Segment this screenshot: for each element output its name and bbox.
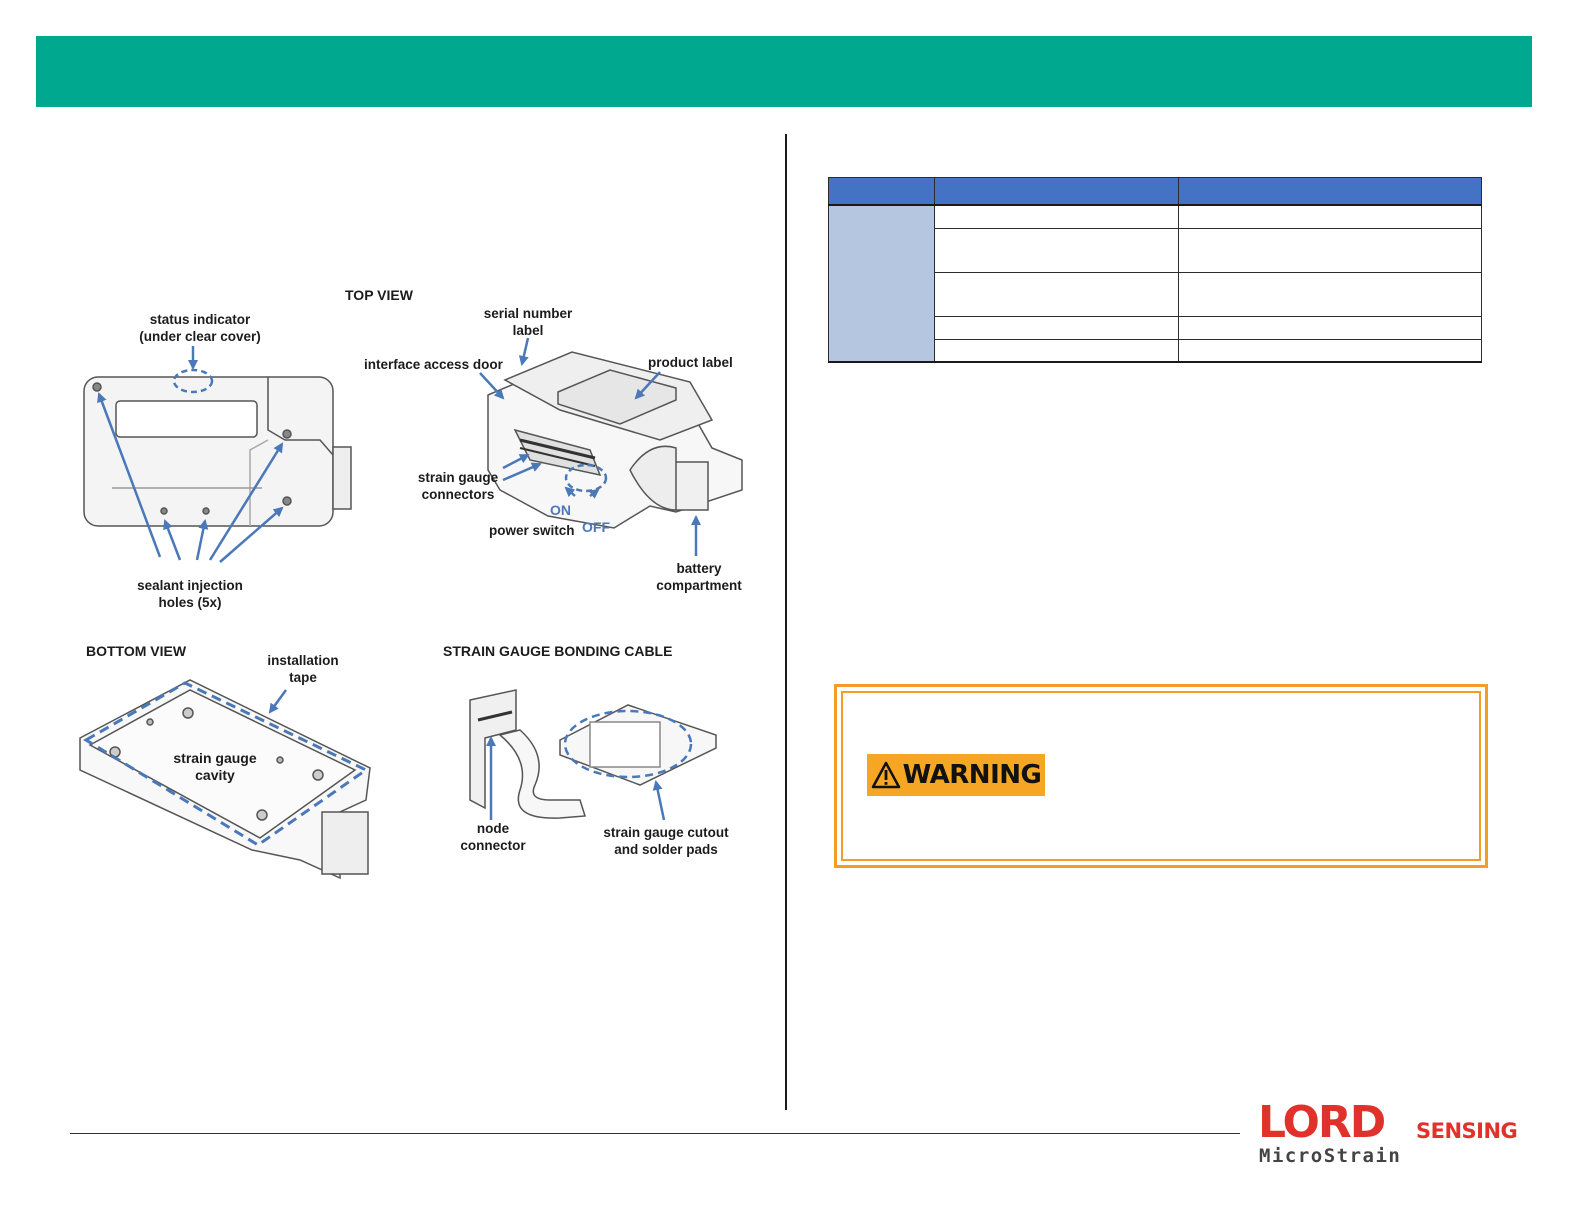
table-cell (934, 227, 1179, 273)
table-cell (1178, 271, 1482, 317)
connectors-line2: connectors (421, 487, 495, 502)
cutout-line2: and solder pads (614, 842, 718, 857)
battery-line2: compartment (656, 578, 742, 593)
callout-arrows (97, 337, 701, 821)
table-cell (934, 271, 1179, 317)
cavity-line1: strain gauge (173, 750, 257, 766)
node-connector-line1: node (476, 821, 510, 836)
warning-label: WARNING (867, 754, 1045, 796)
column-divider (785, 134, 787, 1110)
footer-rule (70, 1133, 1240, 1134)
status-indicator-highlight (172, 368, 214, 394)
page-header-bar (36, 36, 1532, 107)
table-group-cell (828, 204, 935, 363)
table-header-row (828, 177, 1482, 206)
bonding-cable-drawing (469, 689, 717, 819)
power-switch-highlight (564, 463, 608, 493)
table-cell (1178, 227, 1482, 273)
bottom-view-title: BOTTOM VIEW (86, 643, 187, 659)
cutout-pads-label: strain gauge cutout and solder pads (598, 824, 734, 858)
connectors-line1: strain gauge (417, 470, 499, 485)
table-row (828, 204, 1482, 363)
table-cell (934, 204, 1179, 229)
warning-box: WARNING (834, 684, 1488, 868)
status-indicator-line1: status indicator (149, 312, 251, 327)
table-row (829, 338, 1482, 363)
logo-sensing: SENSING (1416, 1119, 1518, 1143)
table-cell (934, 338, 1179, 363)
power-switch-label: power switch (489, 523, 575, 538)
installation-tape-label: installation tape (258, 652, 348, 686)
sealant-holes-label: sealant injection holes (5x) (130, 577, 250, 611)
product-label-label: product label (648, 355, 733, 370)
node-isometric-drawing (487, 351, 743, 529)
strain-gauge-cavity-label: strain gauge cavity (168, 750, 262, 784)
table-cell (1178, 315, 1482, 340)
top-view-title: TOP VIEW (345, 287, 413, 303)
tape-line2: tape (289, 670, 317, 685)
battery-line1: battery (676, 561, 722, 576)
tape-line1: installation (267, 653, 339, 668)
installation-tape-outline (83, 681, 369, 847)
node-components-figure: TOP VIEW status indicator (under clear c… (0, 0, 785, 1000)
component-table (828, 177, 1482, 363)
off-label: OFF (582, 519, 610, 535)
sealant-line2: holes (5x) (158, 595, 222, 610)
logo-microstrain: MicroStrain (1259, 1145, 1402, 1167)
serial-number-line2: label (512, 323, 544, 338)
table-header-cell (828, 177, 935, 206)
status-indicator-label: status indicator (under clear cover) (138, 311, 262, 345)
warning-triangle-icon (871, 761, 900, 789)
warning-text: WARNING (902, 760, 1042, 790)
table-cell (1178, 338, 1482, 363)
battery-compartment-label: battery compartment (650, 560, 748, 594)
cavity-line2: cavity (195, 767, 235, 783)
cutout-line1: strain gauge cutout (603, 825, 729, 840)
logo-lord: LORD (1258, 1097, 1386, 1148)
on-label: ON (550, 502, 571, 518)
node-line-drawings (79, 337, 743, 880)
node-connector-line2: connector (460, 838, 526, 853)
sealant-line1: sealant injection (137, 578, 243, 593)
table-row (829, 227, 1482, 273)
node-top-drawing (83, 376, 352, 527)
lord-sensing-logo: LORD SENSING MicroStrain (1258, 1097, 1518, 1173)
warning-box-inner: WARNING (841, 691, 1481, 861)
interface-access-door-label: interface access door (364, 357, 503, 372)
table-cell (934, 315, 1179, 340)
serial-number-line1: serial number (483, 306, 573, 321)
node-bottom-drawing (79, 679, 371, 880)
status-indicator-line2: (under clear cover) (139, 329, 261, 344)
serial-number-label: serial number label (478, 305, 578, 339)
cutout-highlight (563, 709, 693, 779)
table-header-cell (934, 177, 1179, 206)
node-connector-label: node connector (452, 820, 534, 854)
strain-gauge-connectors-label: strain gauge connectors (410, 469, 506, 503)
table-header-cell (1178, 177, 1482, 206)
table-cell (1178, 204, 1482, 229)
bonding-cable-title: STRAIN GAUGE BONDING CABLE (443, 643, 673, 659)
